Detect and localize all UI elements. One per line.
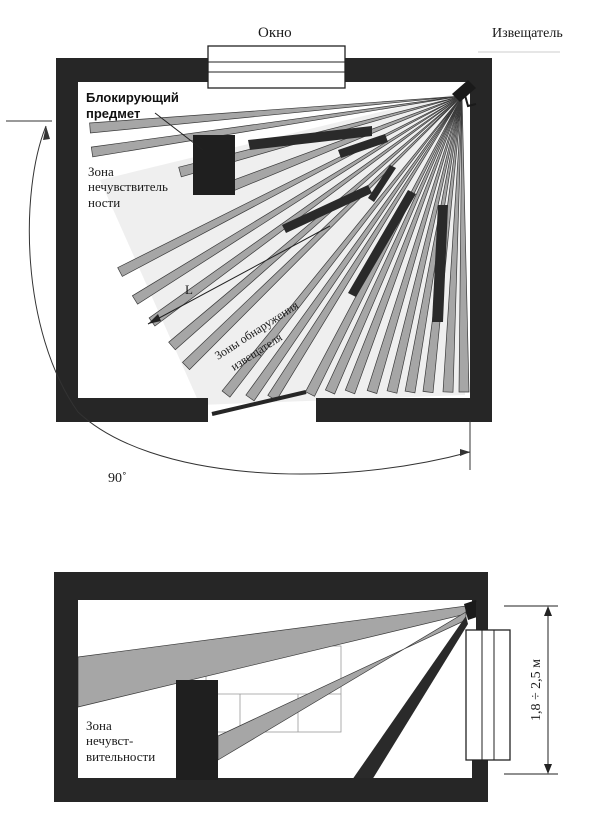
dead-zone-label-3: ности — [88, 195, 120, 210]
shadow-strip — [282, 185, 372, 233]
shadow-strips — [248, 126, 448, 322]
shadow-strip — [338, 134, 388, 158]
detection-beam — [182, 95, 463, 371]
angle-arc — [6, 120, 471, 475]
detector-side — [464, 600, 488, 632]
wall-left — [56, 58, 78, 422]
side-wall-top — [54, 572, 488, 600]
detection-beam — [89, 95, 463, 134]
height-dimension — [504, 605, 558, 775]
wall-bottom-right — [316, 398, 492, 422]
side-beam-upper — [77, 605, 467, 708]
blocking-object — [193, 135, 235, 195]
side-wall-left — [54, 572, 78, 802]
shadow-strip — [348, 190, 416, 297]
detection-beam — [442, 95, 463, 393]
detection-beam — [458, 95, 470, 393]
detection-beam — [366, 95, 463, 394]
wall-top-right — [344, 58, 492, 82]
blocking-label-2: предмет — [86, 106, 140, 121]
detection-beam — [221, 95, 463, 398]
detection-beam — [131, 95, 463, 305]
shadow-strip — [368, 165, 396, 202]
side-wall-bottom — [54, 778, 488, 802]
side-dead-zone-label-1: Зона — [86, 718, 112, 733]
detector-label: Извещатель — [492, 26, 563, 41]
blocking-label-1: Блокирующий — [86, 90, 179, 105]
dead-zone-label-1: Зона — [88, 164, 114, 179]
distance-l-arrow — [147, 225, 331, 325]
side-dead-zone-label-3: вительности — [86, 749, 155, 764]
detector-top — [452, 51, 560, 108]
shadow-strip — [432, 205, 448, 322]
wall-right — [470, 58, 492, 422]
window-label: Окно — [258, 25, 292, 41]
detection-beam — [324, 95, 463, 395]
top-view-plan: Окно Извещатель Блокирующий предмет Зона… — [6, 25, 563, 486]
detection-beam — [245, 95, 463, 402]
detection-beam — [90, 95, 463, 158]
blocking-object-leader — [154, 112, 204, 151]
side-beam-floor — [352, 616, 468, 780]
distance-label: L — [185, 282, 193, 297]
side-blocking-object — [176, 680, 218, 780]
side-window — [465, 629, 511, 761]
shadow-strip — [248, 126, 372, 150]
height-label: 1,8 ÷ 2,5 м — [529, 659, 544, 721]
wall-bottom-left — [56, 398, 208, 422]
window — [207, 45, 346, 89]
detection-beam — [386, 95, 463, 394]
room-walls — [56, 58, 492, 422]
detection-beam — [344, 95, 463, 395]
wall-top-left — [56, 58, 210, 82]
side-view-elevation: Зона нечувст- вительности 1,8 ÷ 2,5 м — [54, 572, 558, 802]
side-dead-zone-label-2: нечувст- — [86, 733, 133, 748]
door-leaf — [211, 390, 307, 416]
side-room-walls — [54, 572, 488, 802]
side-beams — [77, 605, 468, 780]
dead-zone-label-2: нечувствитель — [88, 179, 168, 194]
angle-label: 90˚ — [108, 471, 127, 486]
